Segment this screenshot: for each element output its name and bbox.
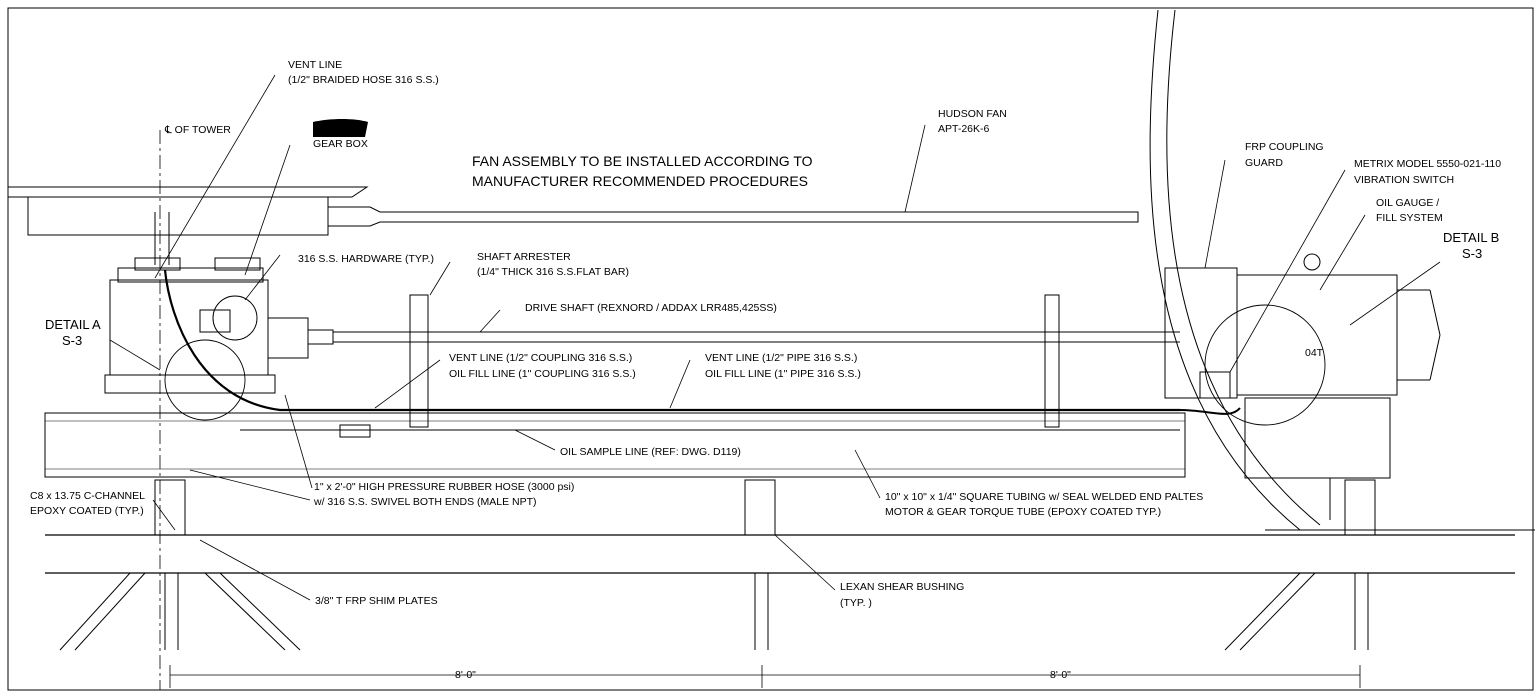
tubing-label-2: MOTOR & GEAR TORQUE TUBE (EPOXY COATED T…	[885, 506, 1161, 518]
drive-shaft-label: DRIVE SHAFT (REXNORD / ADDAX LRR485,425S…	[525, 302, 777, 314]
svg-text:C8 x 13.75 C-CHANNEL: C8 x 13.75 C-CHANNEL	[30, 490, 145, 502]
lexan-label-2: (TYP. )	[840, 597, 872, 609]
hose-label-1: 1" x 2'-0" HIGH PRESSURE RUBBER HOSE (30…	[314, 481, 574, 493]
svg-text:10" x 10" x 1/4" SQUARE TUBING: 10" x 10" x 1/4" SQUARE TUBING w/ SEAL W…	[885, 491, 1203, 503]
svg-text:1" x 2'-0" HIGH PRESSURE RUBBE: 1" x 2'-0" HIGH PRESSURE RUBBER HOSE (30…	[314, 481, 574, 493]
tower-centerline-label: ℄ OF TOWER	[164, 124, 231, 136]
svg-text:OIL FILL LINE (1" COUPLING 316: OIL FILL LINE (1" COUPLING 316 S.S.)	[449, 368, 636, 380]
svg-text:VIBRATION SWITCH: VIBRATION SWITCH	[1354, 174, 1454, 186]
arrester-label-2: (1/4" THICK 316 S.S.FLAT BAR)	[477, 266, 629, 278]
channel-label-1: C8 x 13.75 C-CHANNEL	[30, 490, 145, 502]
svg-text:EPOXY COATED (TYP.): EPOXY COATED (TYP.)	[30, 505, 144, 517]
svg-text:(1/4" THICK 316 S.S.FLAT BAR): (1/4" THICK 316 S.S.FLAT BAR)	[477, 266, 629, 278]
vent-pipe-label-1: VENT LINE (1/2" PIPE 316 S.S.)	[705, 352, 857, 364]
hose-label-2: w/ 316 S.S. SWIVEL BOTH ENDS (MALE NPT)	[313, 496, 537, 508]
svg-text:DETAIL A: DETAIL A	[45, 317, 101, 332]
channel-label-2: EPOXY COATED (TYP.)	[30, 505, 144, 517]
svg-text:8'-0": 8'-0"	[1050, 669, 1071, 681]
svg-text:VENT LINE (1/2" PIPE 316 S.S.): VENT LINE (1/2" PIPE 316 S.S.)	[705, 352, 857, 364]
svg-text:w/ 316 S.S. SWIVEL BOTH ENDS (: w/ 316 S.S. SWIVEL BOTH ENDS (MALE NPT)	[313, 496, 537, 508]
svg-text:S-3: S-3	[1462, 246, 1482, 261]
detail-a-label: DETAIL A	[45, 317, 101, 332]
lexan-label-1: LEXAN SHEAR BUSHING	[840, 581, 964, 593]
svg-text:LEXAN SHEAR BUSHING: LEXAN SHEAR BUSHING	[840, 581, 964, 593]
svg-text:℄ OF TOWER: ℄ OF TOWER	[164, 124, 231, 136]
shim-label: 3/8" T FRP SHIM PLATES	[315, 595, 438, 607]
svg-text:S-3: S-3	[62, 333, 82, 348]
vent-braided-label-2: (1/2" BRAIDED HOSE 316 S.S.)	[288, 74, 439, 86]
svg-text:GEAR BOX: GEAR BOX	[313, 138, 368, 150]
svg-text:OIL FILL LINE (1" PIPE 316 S.S: OIL FILL LINE (1" PIPE 316 S.S.)	[705, 368, 861, 380]
hudson-fan-label-1: HUDSON FAN	[938, 108, 1007, 120]
frp-guard-label-1: FRP COUPLING	[1245, 141, 1324, 153]
svg-text:VENT LINE (1/2" COUPLING 316 S: VENT LINE (1/2" COUPLING 316 S.S.)	[449, 352, 632, 364]
svg-text:FRP COUPLING: FRP COUPLING	[1245, 141, 1324, 153]
svg-text:04T: 04T	[1305, 347, 1324, 359]
svg-text:DETAIL B: DETAIL B	[1443, 230, 1499, 245]
svg-text:OIL SAMPLE LINE (REF: DWG. D11: OIL SAMPLE LINE (REF: DWG. D119)	[560, 446, 741, 458]
install-note-2: MANUFACTURER RECOMMENDED PROCEDURES	[472, 173, 808, 189]
oil-sample-label: OIL SAMPLE LINE (REF: DWG. D119)	[560, 446, 741, 458]
vent-coupling-label-1: VENT LINE (1/2" COUPLING 316 S.S.)	[449, 352, 632, 364]
install-note-1: FAN ASSEMBLY TO BE INSTALLED ACCORDING T…	[472, 153, 813, 169]
svg-text:3/8" T FRP SHIM PLATES: 3/8" T FRP SHIM PLATES	[315, 595, 438, 607]
svg-text:GUARD: GUARD	[1245, 157, 1283, 169]
hardware-label: 316 S.S. HARDWARE (TYP.)	[298, 253, 434, 265]
oil-gauge-label-2: FILL SYSTEM	[1376, 212, 1443, 224]
vent-coupling-label-2: OIL FILL LINE (1" COUPLING 316 S.S.)	[449, 368, 636, 380]
hudson-fan-label-2: APT-26K-6	[938, 123, 990, 135]
motor-tag: 04T	[1305, 347, 1324, 359]
svg-text:FILL SYSTEM: FILL SYSTEM	[1376, 212, 1443, 224]
frp-guard-label-2: GUARD	[1245, 157, 1283, 169]
svg-text:(TYP. ): (TYP. )	[840, 597, 872, 609]
arrester-label-1: SHAFT ARRESTER	[477, 251, 571, 263]
svg-text:SHAFT ARRESTER: SHAFT ARRESTER	[477, 251, 571, 263]
svg-text:VENT LINE: VENT LINE	[288, 59, 342, 71]
vent-pipe-label-2: OIL FILL LINE (1" PIPE 316 S.S.)	[705, 368, 861, 380]
svg-text:316 S.S. HARDWARE (TYP.): 316 S.S. HARDWARE (TYP.)	[298, 253, 434, 265]
metrix-label-1: METRIX MODEL 5550-021-110	[1354, 158, 1501, 170]
svg-text:DRIVE SHAFT (REXNORD / ADDAX L: DRIVE SHAFT (REXNORD / ADDAX LRR485,425S…	[525, 302, 777, 314]
detail-b-label: DETAIL B	[1443, 230, 1499, 245]
tubing-label-1: 10" x 10" x 1/4" SQUARE TUBING w/ SEAL W…	[885, 491, 1203, 503]
svg-text:OIL GAUGE /: OIL GAUGE /	[1376, 197, 1439, 209]
dimension-left: 8'-0"	[455, 669, 476, 681]
gear-box-label: GEAR BOX	[313, 138, 368, 150]
svg-text:MOTOR & GEAR TORQUE TUBE (EPOX: MOTOR & GEAR TORQUE TUBE (EPOXY COATED T…	[885, 506, 1161, 518]
vent-braided-label-1: VENT LINE	[288, 59, 342, 71]
svg-text:HUDSON FAN: HUDSON FAN	[938, 108, 1007, 120]
svg-text:APT-26K-6: APT-26K-6	[938, 123, 990, 135]
linework	[7, 7, 1535, 691]
oil-gauge-label-1: OIL GAUGE /	[1376, 197, 1439, 209]
svg-text:(1/2" BRAIDED HOSE 316 S.S.): (1/2" BRAIDED HOSE 316 S.S.)	[288, 74, 439, 86]
gear-box-symbol-icon	[313, 119, 368, 137]
svg-text:MANUFACTURER RECOMMENDED PROCE: MANUFACTURER RECOMMENDED PROCEDURES	[472, 173, 808, 189]
dimension-right: 8'-0"	[1050, 669, 1071, 681]
svg-text:FAN ASSEMBLY TO BE INSTALLED A: FAN ASSEMBLY TO BE INSTALLED ACCORDING T…	[472, 153, 813, 169]
detail-a-sheet: S-3	[62, 333, 82, 348]
metrix-label-2: VIBRATION SWITCH	[1354, 174, 1454, 186]
svg-text:METRIX MODEL 5550-021-110: METRIX MODEL 5550-021-110	[1354, 158, 1501, 170]
svg-text:8'-0": 8'-0"	[455, 669, 476, 681]
detail-b-sheet: S-3	[1462, 246, 1482, 261]
